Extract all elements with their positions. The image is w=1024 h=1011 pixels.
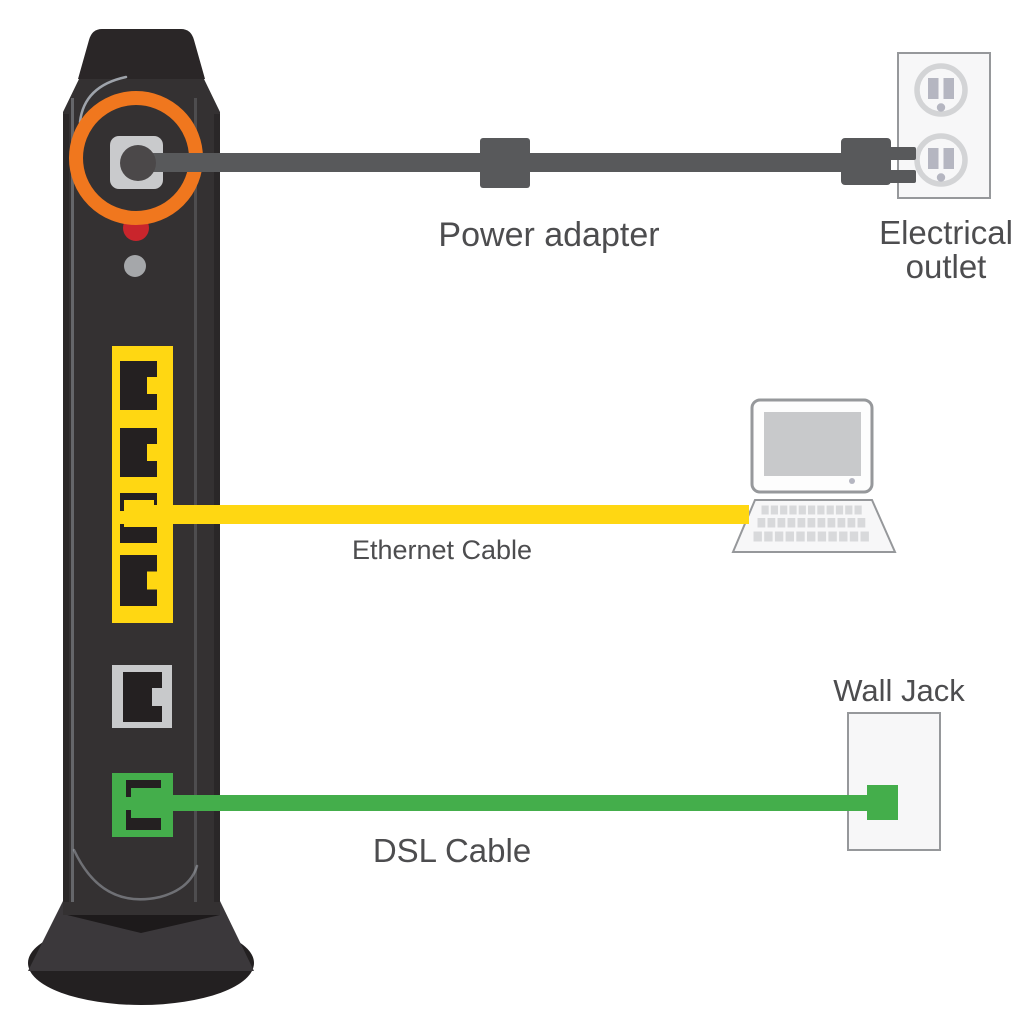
dsl-plug [131, 788, 163, 818]
diagram-labels: Power adapter Electrical outlet Ethernet… [352, 214, 1013, 869]
laptop-screen [764, 412, 861, 476]
power-adapter-brick-icon [480, 138, 530, 188]
power-adapter-label: Power adapter [438, 216, 659, 254]
wall-jack-label: Wall Jack [833, 673, 965, 708]
dsl-cable-label: DSL Cable [373, 832, 531, 869]
lan-port-icon [112, 665, 172, 728]
ethernet-port-2 [120, 428, 157, 477]
power-plug-icon [841, 138, 891, 185]
wall-jack-icon [847, 712, 941, 851]
status-light-icon [124, 255, 146, 277]
power-plug-prong-bottom [889, 170, 916, 183]
ethernet-cable-label: Ethernet Cable [352, 535, 532, 565]
ethernet-ports-panel-icon [112, 346, 173, 623]
power-barrel-plug [120, 145, 156, 181]
modem-left-pinstripe [71, 98, 74, 902]
dsl-wall-plug [867, 785, 898, 820]
electrical-outlet-label-line2: outlet [906, 248, 987, 285]
modem-top-cap [78, 29, 205, 79]
lan-port-jack [123, 672, 162, 722]
modem-router-icon [28, 29, 254, 1005]
ethernet-cable-icon [118, 500, 749, 527]
ethernet-port-1 [120, 361, 157, 410]
outlet-socket-bottom [914, 133, 968, 187]
dsl-cable-icon [126, 785, 898, 820]
electrical-outlet-label-line1: Electrical [879, 214, 1013, 251]
laptop-camera-dot [849, 478, 855, 484]
modem-right-pinstripe [194, 98, 197, 902]
modem-left-edge [63, 114, 69, 902]
ethernet-port-4 [120, 555, 157, 606]
power-plug-prong-top [889, 147, 916, 160]
laptop-icon [731, 398, 897, 553]
power-cable-icon [120, 138, 916, 188]
modem-top-gloss [78, 75, 128, 124]
outlet-socket-top [914, 63, 968, 117]
dsl-cable-line [163, 795, 867, 811]
ethernet-plug-latch [118, 511, 125, 524]
ethernet-plug [124, 500, 154, 527]
modem-bottom-gloss [72, 848, 199, 901]
dsl-plug-latch [126, 797, 132, 810]
laptop-keys [753, 505, 869, 542]
ethernet-cable-line [152, 505, 749, 524]
